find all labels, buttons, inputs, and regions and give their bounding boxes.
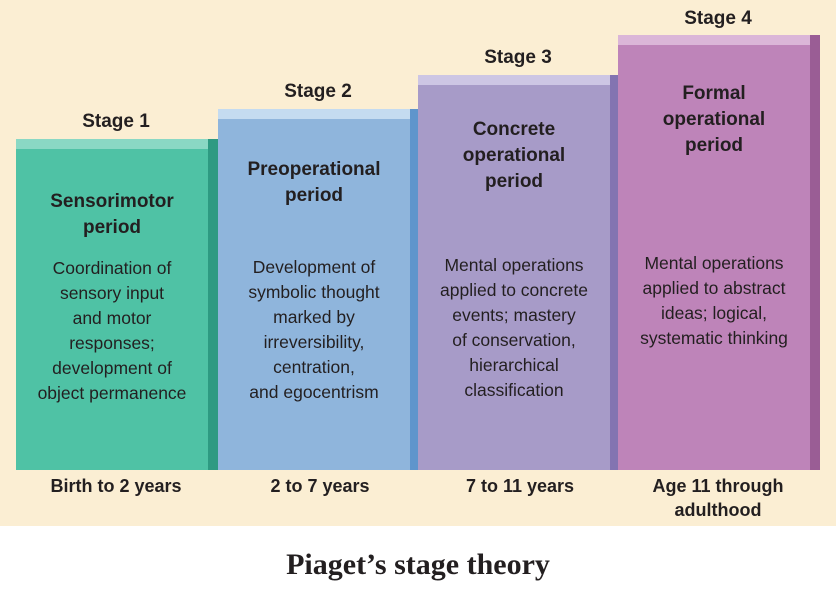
stage-2-side-edge <box>410 109 420 470</box>
stage-4-top-edge <box>618 35 820 45</box>
stage-2-face: Preoperational period Development of sym… <box>218 119 410 470</box>
stage-1-label: Stage 1 <box>82 111 150 132</box>
stage-3-block: Concrete operational period Mental opera… <box>418 75 620 470</box>
stage-4-title: Formal operational period <box>662 83 766 156</box>
stage-1-side-edge <box>208 139 218 470</box>
stage-1-age: Birth to 2 years <box>50 476 182 496</box>
stage-2-block: Preoperational period Development of sym… <box>218 109 420 470</box>
stage-1-top-edge <box>16 139 218 149</box>
stage-4-description: Mental operations applied to abstract id… <box>640 253 788 348</box>
stage-4-label: Stage 4 <box>684 8 752 29</box>
stage-3-top-edge <box>418 75 620 85</box>
stage-3-title: Concrete operational period <box>462 119 566 192</box>
stage-3-side-edge <box>610 75 620 470</box>
stage-4-block: Formal operational period Mental operati… <box>618 35 820 470</box>
caption: Piaget’s stage theory <box>286 548 550 581</box>
diagram-panel: Stage 1 Sensorimotor period Coordination… <box>0 0 836 526</box>
stage-4-face: Formal operational period Mental operati… <box>618 45 810 470</box>
stage-1-title: Sensorimotor period <box>50 191 174 238</box>
stage-2-age: 2 to 7 years <box>270 476 370 496</box>
stage-4-age: Age 11 through adulthood <box>652 476 784 520</box>
stage-3-label: Stage 3 <box>484 47 552 68</box>
stage-3-age: 7 to 11 years <box>465 476 575 496</box>
stage-1-description: Coordination of sensory input and motor … <box>37 258 187 403</box>
stage-2-top-edge <box>218 109 420 119</box>
stage-2-title: Preoperational period <box>247 159 381 206</box>
stage-3-description: Mental operations applied to concrete ev… <box>440 255 588 400</box>
stage-2-label: Stage 2 <box>284 81 352 102</box>
stage-4-side-edge <box>810 35 820 470</box>
stage-1-block: Sensorimotor period Coordination of sens… <box>16 139 218 470</box>
stage-2-description: Development of symbolic thought marked b… <box>248 257 380 402</box>
stage-1-face: Sensorimotor period Coordination of sens… <box>16 149 208 470</box>
stage-3-face: Concrete operational period Mental opera… <box>418 85 610 470</box>
